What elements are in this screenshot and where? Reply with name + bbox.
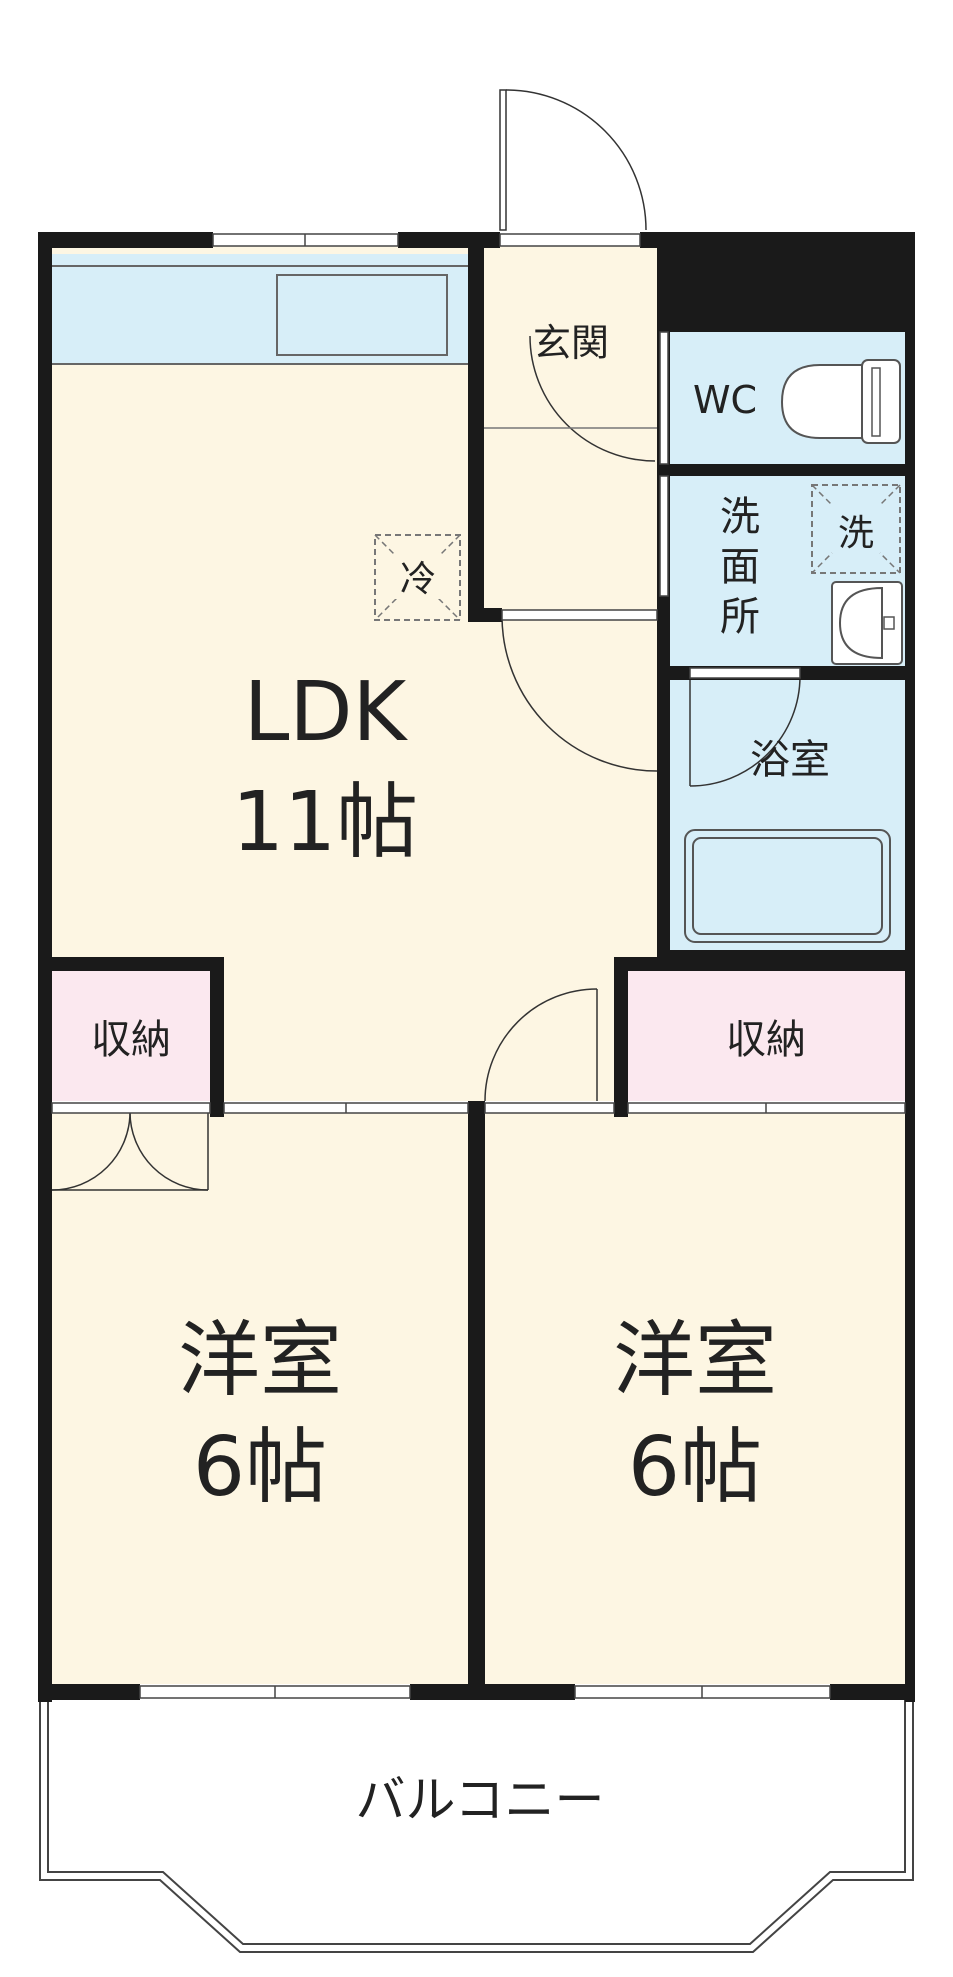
room-label-entrance: 玄関 (533, 321, 609, 365)
washer-label-bg (832, 505, 880, 553)
bath-door-swing (689, 675, 801, 787)
kitchen-counter-area (52, 254, 470, 364)
room-label-toilet: WC (693, 378, 757, 422)
closet-door-swing-2 (129, 1111, 209, 1191)
frame-toilet-door (659, 331, 669, 465)
fridge-space-icon (374, 534, 461, 621)
room-label-washroom-1: 洗 (720, 494, 760, 540)
frame-washroom-door (659, 475, 669, 597)
room-size-ldk: 11帖 (232, 775, 418, 870)
room-label-balcony: バルコニー (356, 1771, 605, 1829)
room-label-washroom-3: 所 (720, 594, 760, 640)
window-entrance (499, 233, 641, 247)
fridge-label-bg (395, 553, 441, 599)
entrance-floor (484, 246, 657, 616)
wall-hall-bottom (484, 608, 502, 622)
room-label-storage-left: 収納 (91, 1017, 171, 1063)
wall-left-room-top (38, 1101, 52, 1115)
western-right-floor (485, 1110, 905, 1684)
room-label-western-left: 洋室 (178, 1313, 342, 1408)
right-room-door-swing (484, 988, 598, 1102)
frame-hall-door (501, 609, 658, 621)
windows (51, 233, 906, 1699)
room-label-ldk: LDK (244, 665, 409, 760)
floors (52, 246, 905, 1684)
wall-bottom-mid (410, 1684, 575, 1700)
wall-pipe-shaft (660, 232, 915, 332)
closet-door-swing-1 (51, 1111, 131, 1191)
balcony-inner-line (47, 1700, 906, 1945)
kitchen (52, 265, 470, 621)
toilet-tank-inner-icon (871, 367, 881, 437)
wet-fixtures (684, 359, 903, 943)
frame-right-room-door (484, 1102, 615, 1114)
entrance-door-swing (505, 89, 647, 231)
wash-basin-icon (831, 581, 903, 665)
entrance-door-leaf (499, 89, 507, 231)
hall-ldk-door-swing (501, 615, 658, 772)
doors (51, 89, 801, 1191)
washer-label: 洗 (838, 513, 874, 554)
toilet-tank-icon (861, 359, 901, 444)
storage-left-floor (52, 971, 210, 1101)
frame-bath-door (689, 667, 801, 679)
wall-bottom-right (830, 1684, 915, 1700)
wall-storage-left-side (210, 957, 224, 1117)
western-left-floor (52, 1110, 468, 1684)
bathtub-icon (684, 829, 891, 943)
fridge-label: 冷 (400, 559, 436, 600)
room-label-washroom-2: 面 (720, 544, 760, 590)
wall-center-divider (468, 1101, 485, 1700)
wall-bottom-left (38, 1684, 140, 1700)
toilet-bowl-icon (780, 364, 869, 439)
frame-left-room-top (51, 1102, 211, 1114)
basin-bowl-icon (838, 586, 883, 660)
balcony-outline (39, 1700, 914, 1953)
wall-toilet-wash (670, 464, 905, 476)
room-label-western-right: 洋室 (613, 1313, 777, 1408)
room-label-storage-right: 収納 (726, 1017, 806, 1063)
room-size-western-left: 6帖 (193, 1420, 327, 1515)
wall-storage-left-top (38, 957, 224, 971)
faucet-icon (883, 616, 895, 630)
storage-right-floor (628, 971, 905, 1101)
balcony (39, 1700, 914, 1953)
bathtub-inner-icon (692, 837, 883, 935)
wall-ldk-entrance (468, 232, 484, 622)
room-size-western-right: 6帖 (628, 1420, 762, 1515)
wall-storage-right-top (614, 957, 915, 971)
sink-icon (276, 274, 448, 356)
labels: LDK 11帖 洋室 6帖 洋室 6帖 玄関 WC 洗 面 所 浴室 収納 収納… (91, 321, 874, 1829)
entrance-inner-swing (529, 335, 656, 462)
room-label-bathroom: 浴室 (750, 737, 830, 783)
wall-top-mid (398, 232, 500, 248)
wall-top-left (38, 232, 213, 248)
washer-space-icon (811, 484, 901, 574)
wall-storage-right-side (614, 957, 628, 1117)
